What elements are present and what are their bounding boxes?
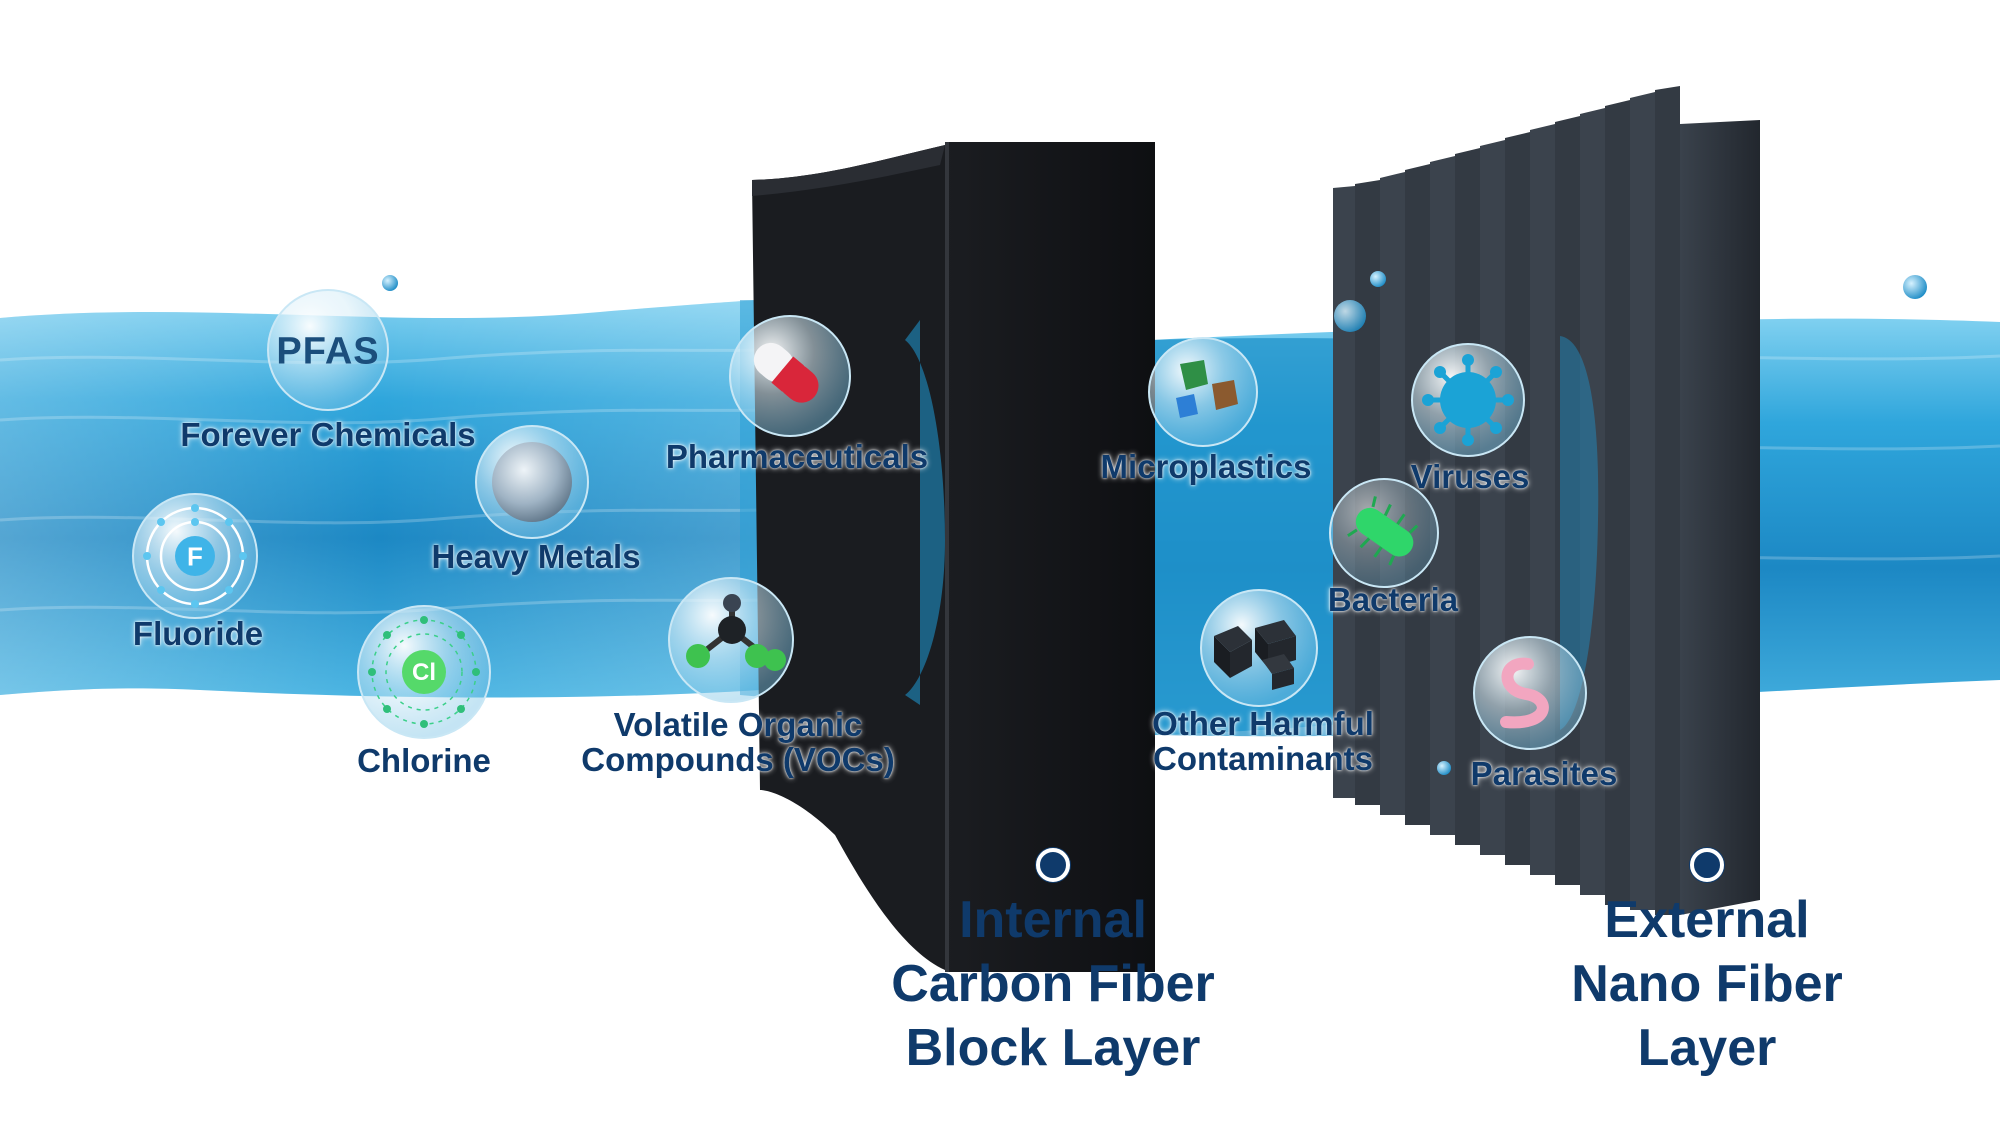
external-title-line1: External — [1604, 891, 1810, 949]
external-layer-title: External Nano Fiber Layer — [1571, 888, 1843, 1080]
label-forever-chemicals: Forever Chemicals — [180, 416, 476, 453]
fluoride-symbol: F — [187, 541, 203, 572]
label-vocs-line1: Volatile Organic — [613, 706, 863, 743]
worm-parasite-icon — [1473, 636, 1587, 750]
pfas-badge-text: PFAS — [276, 330, 380, 373]
label-other-line1: Other Harmful — [1152, 705, 1374, 742]
label-viruses: Viruses — [1410, 458, 1530, 495]
dark-cubes-icon — [1200, 589, 1318, 707]
virus-icon — [1411, 343, 1525, 457]
internal-title-line1: Internal — [959, 891, 1147, 949]
label-heavy-metals: Heavy Metals — [431, 538, 641, 575]
fluoride-atom-icon — [132, 493, 258, 619]
label-other-harmful: Other Harmful Contaminants — [1152, 705, 1374, 777]
bacteria-icon — [1329, 478, 1439, 588]
nano-fiber-layer — [1333, 86, 1760, 915]
label-microplastics: Microplastics — [1100, 448, 1312, 485]
label-fluoride: Fluoride — [132, 615, 264, 652]
label-chlorine: Chlorine — [357, 742, 491, 779]
external-title-line3: Layer — [1637, 1019, 1777, 1077]
external-layer-marker — [1690, 848, 1724, 882]
label-pharmaceuticals: Pharmaceuticals — [665, 438, 929, 475]
label-other-line2: Contaminants — [1152, 739, 1373, 777]
label-vocs-line2: Compounds (VOCs) — [581, 740, 895, 778]
label-parasites: Parasites — [1470, 755, 1618, 792]
chlorine-atom-icon — [357, 605, 491, 739]
carbon-fiber-block — [752, 142, 1155, 972]
label-vocs: Volatile Organic Compounds (VOCs) — [581, 706, 895, 778]
internal-title-line2: Carbon Fiber — [891, 955, 1215, 1013]
external-title-line2: Nano Fiber — [1571, 955, 1843, 1013]
pill-capsule-icon — [729, 315, 851, 437]
internal-layer-marker — [1036, 848, 1070, 882]
label-bacteria: Bacteria — [1327, 581, 1459, 618]
internal-layer-title: Internal Carbon Fiber Block Layer — [891, 888, 1215, 1080]
microplastic-pieces-icon — [1148, 337, 1258, 447]
internal-title-line3: Block Layer — [905, 1019, 1201, 1077]
molecule-icon — [668, 577, 794, 703]
chlorine-symbol: Cl — [412, 659, 436, 686]
metal-sphere-icon — [475, 425, 589, 539]
water-droplets — [382, 271, 1927, 775]
pfas-bubble — [267, 289, 389, 411]
